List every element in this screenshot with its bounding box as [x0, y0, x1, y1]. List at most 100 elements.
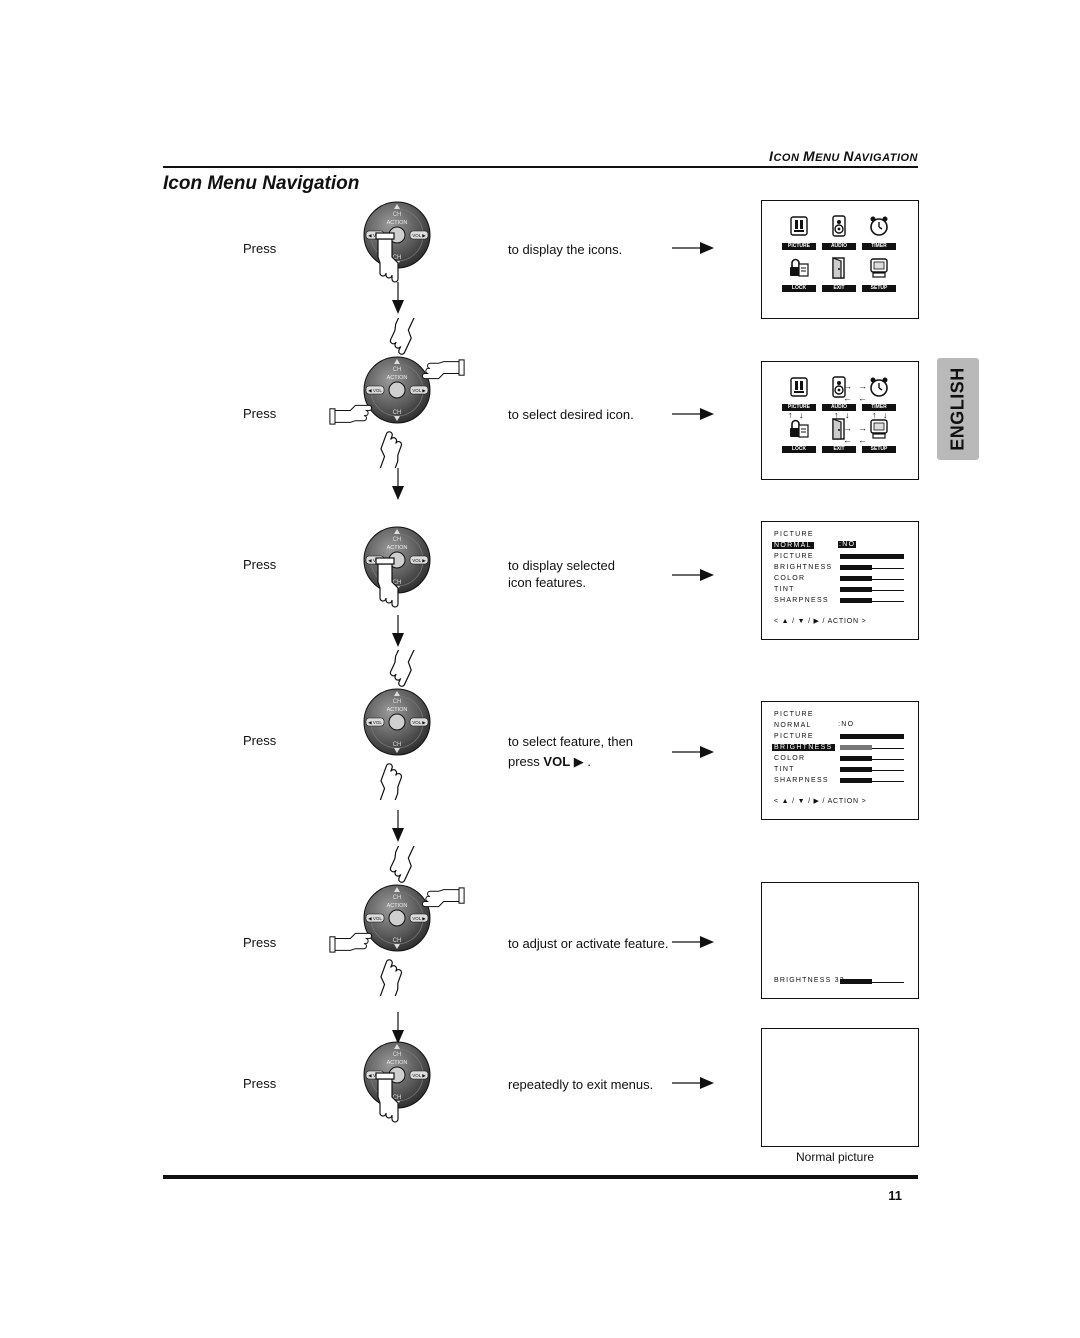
step-4-description-line-1: to select feature, then	[508, 734, 634, 749]
icon-menu-item-timer[interactable]: TIMER	[862, 376, 896, 411]
menu-row-label: BRIGHTNESS	[772, 744, 835, 751]
icon-menu-item-audio[interactable]: AUDIO	[822, 376, 856, 411]
level-bar-track	[840, 982, 904, 983]
nav-arrow-left: ←	[858, 393, 867, 403]
vol-right-button[interactable]	[409, 1070, 429, 1080]
footer-rule	[163, 1175, 918, 1179]
action-button[interactable]	[388, 713, 406, 731]
nav-arrow-right: →	[858, 381, 867, 391]
right-arrow-icon	[672, 408, 714, 420]
icon-menu-item-exit[interactable]: EXIT	[822, 418, 856, 453]
audio-icon	[832, 215, 846, 237]
action-button[interactable]	[388, 909, 406, 927]
vol-left-button[interactable]	[365, 913, 385, 923]
right-arrow-icon	[672, 746, 714, 758]
nav-arrow-left: ←	[843, 393, 852, 403]
menu-row-sharpness[interactable]: SHARPNESS	[774, 596, 829, 605]
menu-title: PICTURE	[774, 711, 814, 718]
menu-row-flag: :NO	[838, 541, 857, 548]
icon-menu-item-label: LOCK	[782, 446, 816, 453]
step-3-description-line-1: to display selected	[508, 558, 615, 573]
ch-down-label: CH	[393, 580, 402, 586]
normal-picture-screen	[761, 1028, 919, 1147]
menu-row-normal[interactable]: NORMAL	[774, 721, 812, 730]
action-button[interactable]	[388, 381, 406, 399]
vol-left-button[interactable]	[365, 717, 385, 727]
setup-icon	[870, 419, 888, 439]
level-bar-track	[840, 770, 904, 771]
icon-menu-item-audio[interactable]: AUDIO	[822, 215, 856, 250]
icon-menu-item-setup[interactable]: SETUP	[862, 257, 896, 292]
icon-menu-item-lock[interactable]: LOCK	[782, 257, 816, 292]
icon-menu-item-picture[interactable]: PICTURE	[782, 215, 816, 250]
menu-row-label: NORMAL	[772, 542, 814, 549]
ch-up-arrow-icon	[394, 204, 400, 209]
vol-right-button[interactable]	[409, 230, 429, 240]
icon-menu-item-exit[interactable]: EXIT	[822, 257, 856, 292]
nav-arrow-right: →	[843, 423, 852, 433]
step-3-press: Press	[243, 557, 277, 572]
icon-menu-item-picture[interactable]: PICTURE	[782, 376, 816, 411]
menu-row-tint[interactable]: TINT	[774, 765, 795, 774]
pointing-hand-icon	[422, 359, 465, 380]
level-bar-fill	[840, 756, 872, 761]
menu-row-picture[interactable]: PICTURE	[774, 732, 814, 741]
icon-menu-item-label: EXIT	[822, 285, 856, 292]
level-bar-fill	[840, 734, 904, 739]
menu-row-color[interactable]: COLOR	[774, 574, 805, 583]
menu-row-brightness[interactable]: BRIGHTNESS	[772, 743, 835, 752]
brightness-adjust-label: BRIGHTNESS 32	[774, 977, 845, 984]
menu-row-normal[interactable]: NORMAL	[772, 541, 814, 550]
section-header-cap-3: N	[843, 148, 855, 164]
step-5-description: to adjust or activate feature.	[508, 936, 669, 951]
section-header: ICON MENU NAVIGATION	[769, 148, 918, 164]
nav-arrow-up: ↑	[788, 410, 793, 420]
vol-right-label: VOL ▶	[412, 1073, 426, 1078]
ch-down-label: CH	[393, 410, 402, 416]
vol-left-label: ◀ VOL	[368, 916, 382, 921]
icon-menu-item-lock[interactable]: LOCK	[782, 418, 816, 453]
ch-down-arrow-icon	[394, 944, 400, 949]
exit-icon	[832, 418, 845, 440]
menu-row-brightness[interactable]: BRIGHTNESS	[774, 563, 833, 572]
picture-icon	[790, 377, 808, 397]
vol-right-button[interactable]	[409, 555, 429, 565]
action-label: ACTION	[387, 545, 408, 551]
nav-arrow-up: ↑	[834, 410, 839, 420]
menu-row-tint[interactable]: TINT	[774, 585, 795, 594]
section-header-text-1: CON	[773, 152, 803, 164]
right-arrow-icon	[672, 242, 714, 254]
vol-right-button[interactable]	[409, 385, 429, 395]
nav-arrow-down: ↓	[845, 410, 850, 420]
right-arrow-icon	[672, 1077, 714, 1089]
vol-right-button[interactable]	[409, 717, 429, 727]
brightness-level-bar	[840, 979, 904, 984]
vol-right-label: VOL ▶	[412, 388, 426, 393]
pointing-hand-icon	[375, 1072, 399, 1123]
ch-down-arrow-icon	[394, 748, 400, 753]
step-4-press: Press	[243, 733, 277, 748]
ch-up-arrow-icon	[394, 529, 400, 534]
pointing-hand-icon	[329, 932, 372, 953]
ch-down-label: CH	[393, 1095, 402, 1101]
ch-up-arrow-icon	[394, 691, 400, 696]
level-bar-fill	[840, 778, 872, 783]
menu-row-level-bar	[840, 734, 904, 739]
vol-right-button[interactable]	[409, 913, 429, 923]
menu-row-label: TINT	[774, 586, 795, 593]
menu-row-sharpness[interactable]: SHARPNESS	[774, 776, 829, 785]
ch-down-arrow-icon	[394, 416, 400, 421]
vol-left-button[interactable]	[365, 385, 385, 395]
exit-icon	[832, 257, 845, 279]
level-bar-fill	[840, 979, 872, 984]
icon-menu-item-timer[interactable]: TIMER	[862, 215, 896, 250]
icon-menu-item-setup[interactable]: SETUP	[862, 418, 896, 453]
menu-row-color[interactable]: COLOR	[774, 754, 805, 763]
pointing-hand-icon	[389, 300, 422, 355]
menu-row-picture[interactable]: PICTURE	[774, 552, 814, 561]
pointing-hand-icon	[375, 232, 399, 283]
icon-menu-item-label: PICTURE	[782, 404, 816, 411]
